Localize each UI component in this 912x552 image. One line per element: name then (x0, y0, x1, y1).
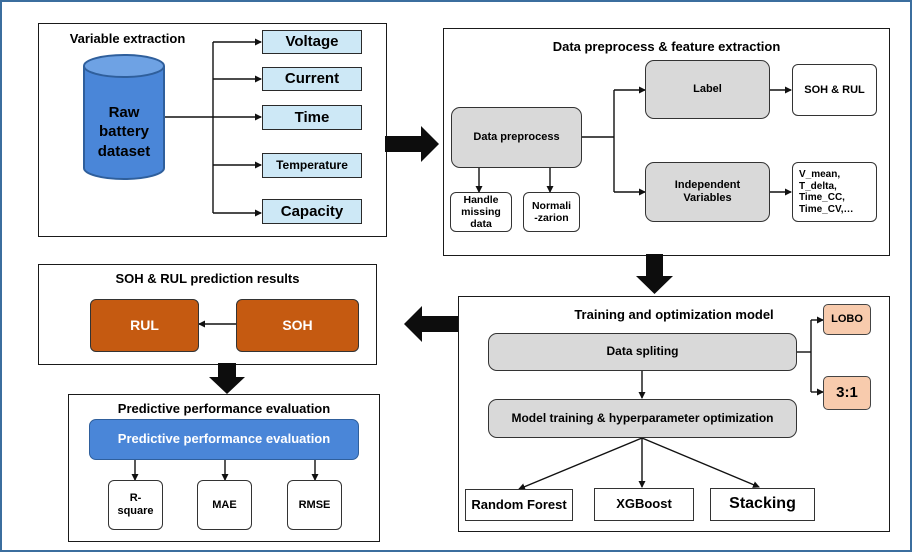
raw-dataset-label: Raw battery dataset (97, 103, 151, 160)
variable-extraction-title: Variable extraction (69, 31, 186, 46)
evaluation-title: Predictive performance evaluation (117, 401, 331, 416)
arrow-left-big (404, 306, 458, 342)
data-spliting-box: Data spliting (488, 333, 797, 371)
arrow-down-big-2 (209, 363, 245, 394)
preprocess-title: Data preprocess & feature extraction (552, 39, 781, 54)
arrow-right-big (385, 126, 439, 162)
handle-missing-box: Handle missing data (450, 192, 512, 232)
data-preprocess-box: Data preprocess (451, 107, 582, 168)
independent-variables-box: Independent Variables (645, 162, 770, 222)
variable-current: Current (262, 67, 362, 91)
rul-box: RUL (90, 299, 199, 352)
model-xgboost: XGBoost (594, 488, 694, 521)
soh-rul-box: SOH & RUL (792, 64, 877, 116)
soh-box: SOH (236, 299, 359, 352)
evaluation-box: Predictive performance evaluation (89, 419, 359, 460)
arrow-down-big-1 (636, 254, 673, 294)
ratio-box: 3:1 (823, 376, 871, 410)
results-title: SOH & RUL prediction results (115, 271, 300, 286)
variable-temperature: Temperature (262, 153, 362, 178)
model-training-box: Model training & hyperparameter optimiza… (488, 399, 797, 438)
database-cylinder-icon (83, 54, 165, 180)
variable-voltage: Voltage (262, 30, 362, 54)
variable-time: Time (262, 105, 362, 130)
model-random-forest: Random Forest (465, 489, 573, 521)
normalization-box: Normali -zarion (523, 192, 580, 232)
metric-mae: MAE (197, 480, 252, 530)
lobo-box: LOBO (823, 304, 871, 335)
training-title: Training and optimization model (574, 307, 774, 322)
model-stacking: Stacking (710, 488, 815, 521)
features-box: V_mean, T_delta, Time_CC, Time_CV,… (792, 162, 877, 222)
metric-rmse: RMSE (287, 480, 342, 530)
metric-r-square: R-square (108, 480, 163, 530)
variable-capacity: Capacity (262, 199, 362, 224)
label-box: Label (645, 60, 770, 119)
